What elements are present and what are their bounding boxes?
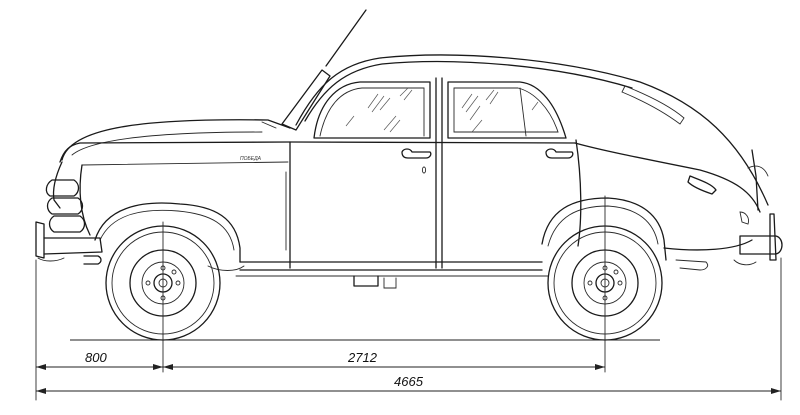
- overall-length-label: 4665: [394, 374, 424, 389]
- front-overhang-label: 800: [85, 350, 107, 365]
- rear-door-handle: [545, 148, 574, 159]
- dimension-lines: [35, 257, 782, 401]
- fender-badge: ПОБЕДА: [240, 156, 262, 162]
- car-body: ПОБЕДА: [52, 9, 769, 277]
- front-door-handle: [401, 148, 432, 159]
- wheelbase-label: 2712: [347, 350, 378, 365]
- rear-wheel: [547, 225, 663, 341]
- window-glass-hatching: [345, 87, 539, 133]
- antenna: [325, 9, 367, 67]
- underbody: [83, 255, 709, 289]
- axle-center-lines: [162, 195, 606, 373]
- front-bumper: [35, 179, 103, 262]
- rear-bumper: [733, 213, 783, 266]
